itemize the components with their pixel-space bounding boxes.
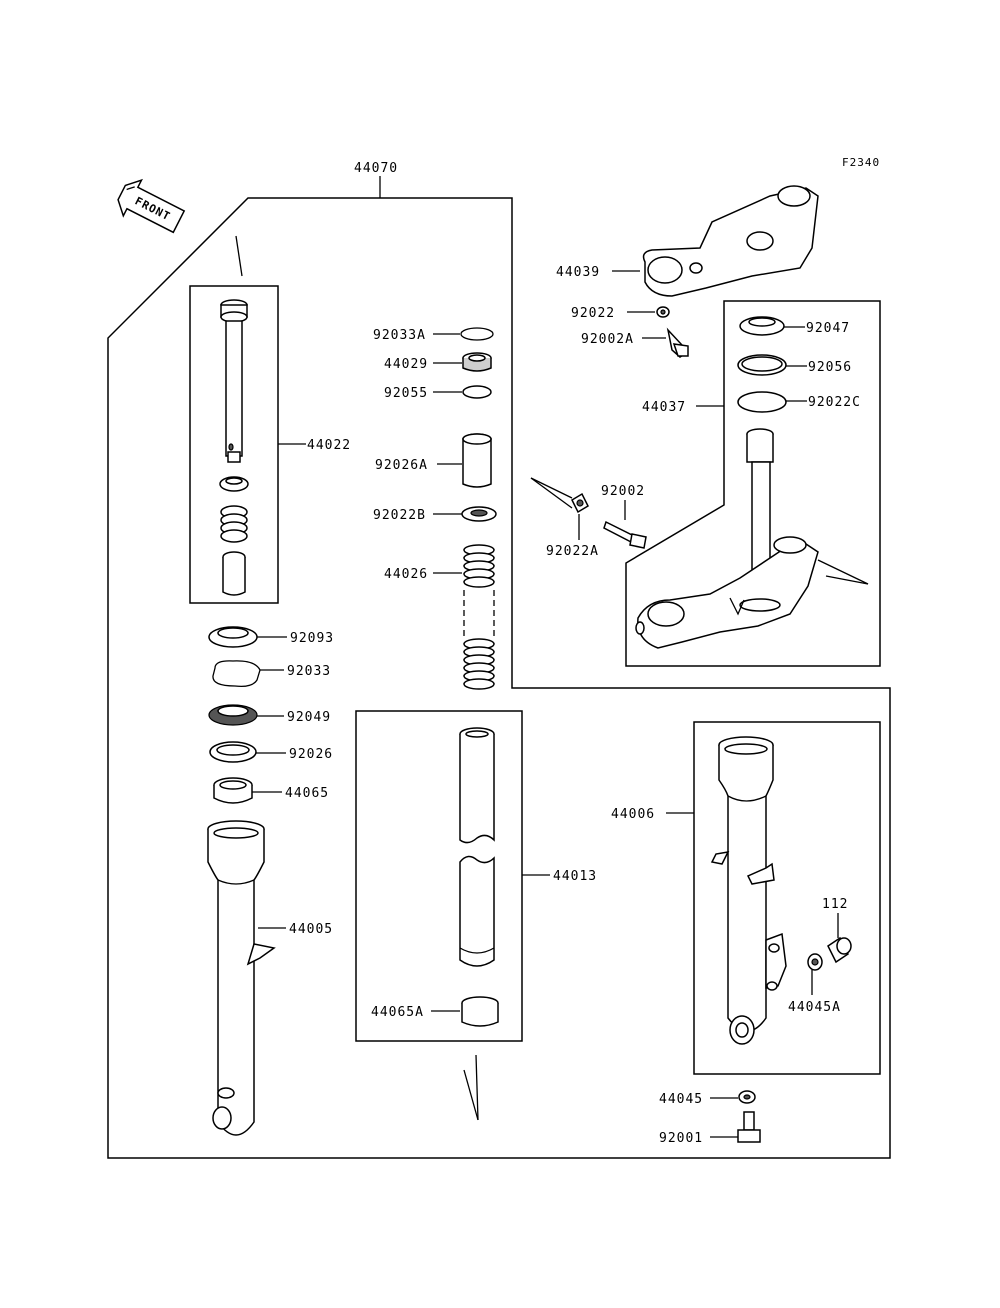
figure-code: F2340: [842, 156, 880, 169]
label-44013: 44013: [553, 869, 597, 884]
label-112: 112: [822, 897, 848, 912]
fork-spring-44026: [463, 544, 495, 690]
bottom-fasteners: 44045 92001: [659, 1090, 761, 1146]
label-92022: 92022: [571, 306, 615, 321]
label-92022A: 92022A: [546, 544, 599, 559]
seal-stack-left: 92093 92033 92049 92026 44065: [208, 626, 334, 804]
subassembly-box-44037: 92047 92056 92022C 44037: [625, 300, 881, 667]
label-92056: 92056: [808, 360, 852, 375]
label-92022C: 92022C: [808, 395, 861, 410]
label-44026: 44026: [384, 567, 428, 582]
stem-fasteners: 92022A 92002: [530, 477, 647, 559]
label-44065: 44065: [285, 786, 329, 801]
subassembly-box-44013: 44013 44065A: [355, 710, 597, 1121]
label-44045: 44045: [659, 1092, 703, 1107]
front-direction-arrow: FRONT: [117, 178, 186, 234]
outer-tube-44005: 44005: [207, 820, 333, 1136]
label-92022B: 92022B: [373, 508, 426, 523]
assembly-outline-44070: 44070: [107, 161, 891, 1159]
label-44070: 44070: [354, 161, 398, 176]
subassembly-box-44022: 44022: [189, 235, 351, 604]
label-92033: 92033: [287, 664, 331, 679]
label-92049: 92049: [287, 710, 331, 725]
label-44039: 44039: [556, 265, 600, 280]
spring-stack-middle: 92033A 44029 92055 92026A 92022B: [373, 327, 497, 690]
upper-bracket-44039: 44039: [556, 185, 819, 297]
label-92002: 92002: [601, 484, 645, 499]
label-92047: 92047: [806, 321, 850, 336]
label-92055: 92055: [384, 386, 428, 401]
label-92026A: 92026A: [375, 458, 428, 473]
label-92001: 92001: [659, 1131, 703, 1146]
label-44037: 44037: [642, 400, 686, 415]
label-92026: 92026: [289, 747, 333, 762]
label-44029: 44029: [384, 357, 428, 372]
bracket-fasteners: 92022 92002A: [571, 306, 689, 358]
label-44065A: 44065A: [371, 1005, 424, 1020]
label-92033A: 92033A: [373, 328, 426, 343]
label-44022: 44022: [307, 438, 351, 453]
label-44006: 44006: [611, 807, 655, 822]
label-92002A: 92002A: [581, 332, 634, 347]
label-44005: 44005: [289, 922, 333, 937]
subassembly-box-44006: 44006 112 44045A: [611, 721, 881, 1075]
label-92093: 92093: [290, 631, 334, 646]
label-44045A: 44045A: [788, 1000, 841, 1015]
